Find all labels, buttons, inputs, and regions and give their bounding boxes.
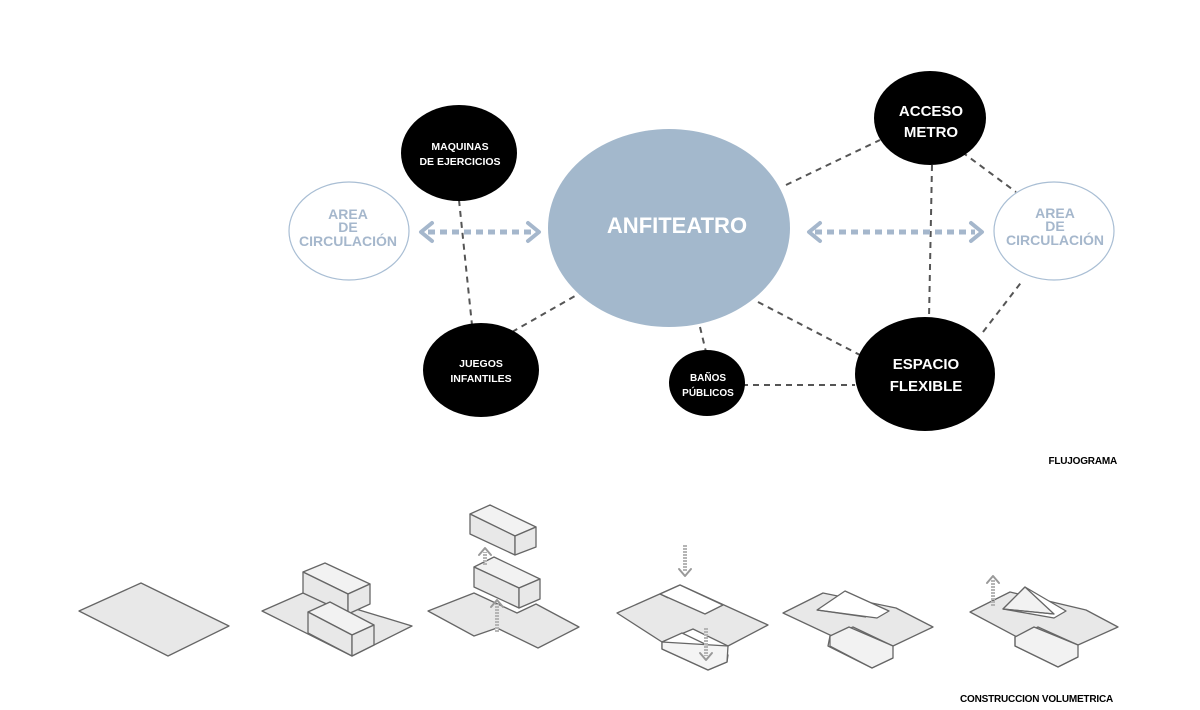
juegos-line1: JUEGOS (459, 358, 503, 370)
edge-anfiteatro-banos (699, 326, 707, 353)
arrowhead-left-icon (807, 221, 822, 243)
circulation-left-line2: DE (338, 219, 357, 235)
edge-espacio-circulacion (982, 279, 1024, 333)
node-juegos-infantiles: JUEGOS INFANTILES (423, 323, 539, 417)
edge-anfiteatro-acceso (785, 139, 881, 186)
arrowhead-right-icon (969, 221, 984, 243)
flow-arrow-left (419, 221, 541, 243)
arrow-up-icon (986, 575, 1000, 584)
espacio-line2: FLEXIBLE (890, 378, 963, 395)
circulation-right-line3: CIRCULACIÓN (1006, 231, 1104, 248)
node-anfiteatro: ANFITEATRO (548, 129, 790, 327)
acceso-line1: ACCESO (899, 103, 964, 120)
node-banos-publicos: BAÑOS PÚBLICOS (669, 350, 745, 416)
arrowhead-right-icon (526, 221, 541, 243)
edge-anfiteatro-espacio (757, 301, 861, 356)
arrow-up-icon (478, 547, 492, 556)
banos-line1: BAÑOS (690, 371, 726, 384)
flujograma: AREA DE CIRCULACIÓN AREA DE CIRCULACIÓN … (288, 71, 1117, 467)
banos-line2: PÚBLICOS (682, 386, 734, 399)
circulation-area-right: AREA DE CIRCULACIÓN (993, 181, 1115, 281)
arrow-up-icon (490, 599, 504, 608)
construccion-caption: CONSTRUCCION VOLUMETRICA (960, 694, 1113, 705)
arrowhead-left-icon (419, 221, 434, 243)
circulation-right-line2: DE (1045, 218, 1064, 234)
circulation-left-line3: CIRCULACIÓN (299, 232, 397, 249)
volumetric-step-1 (78, 582, 230, 657)
edge-acceso-circulacion (961, 151, 1017, 193)
volumetric-step-6 (969, 575, 1119, 668)
flow-arrow-right (807, 221, 984, 243)
arrow-down-icon (699, 652, 713, 661)
node-espacio-flexible: ESPACIO FLEXIBLE (855, 317, 995, 431)
flujograma-caption: FLUJOGRAMA (1048, 456, 1117, 467)
connections (458, 139, 1024, 386)
volumetric-step-2 (261, 562, 413, 657)
edge-juegos-anfiteatro (511, 291, 583, 333)
circulation-area-left: AREA DE CIRCULACIÓN (288, 181, 410, 281)
node-maquinas-de-ejercicios: MAQUINAS DE EJERCICIOS (401, 105, 517, 201)
anfiteatro-label: ANFITEATRO (607, 213, 747, 238)
maquinas-line1: MAQUINAS (431, 141, 488, 153)
construccion-volumetrica: CONSTRUCCION VOLUMETRICA (78, 504, 1119, 705)
maquinas-line2: DE EJERCICIOS (419, 156, 500, 168)
volumetric-step-4 (616, 545, 769, 671)
juegos-line2: INFANTILES (450, 373, 511, 385)
circulation-left-line1: AREA (328, 206, 368, 222)
node-acceso-metro: ACCESO METRO (874, 71, 986, 165)
edge-maquinas-juegos (458, 199, 473, 326)
circulation-right-line1: AREA (1035, 205, 1075, 221)
arrow-down-icon (678, 568, 692, 577)
acceso-line2: METRO (904, 124, 958, 141)
volumetric-step-5 (782, 590, 934, 669)
espacio-line1: ESPACIO (893, 356, 960, 373)
volumetric-step-3 (427, 504, 580, 649)
edge-acceso-espacio (928, 164, 933, 319)
